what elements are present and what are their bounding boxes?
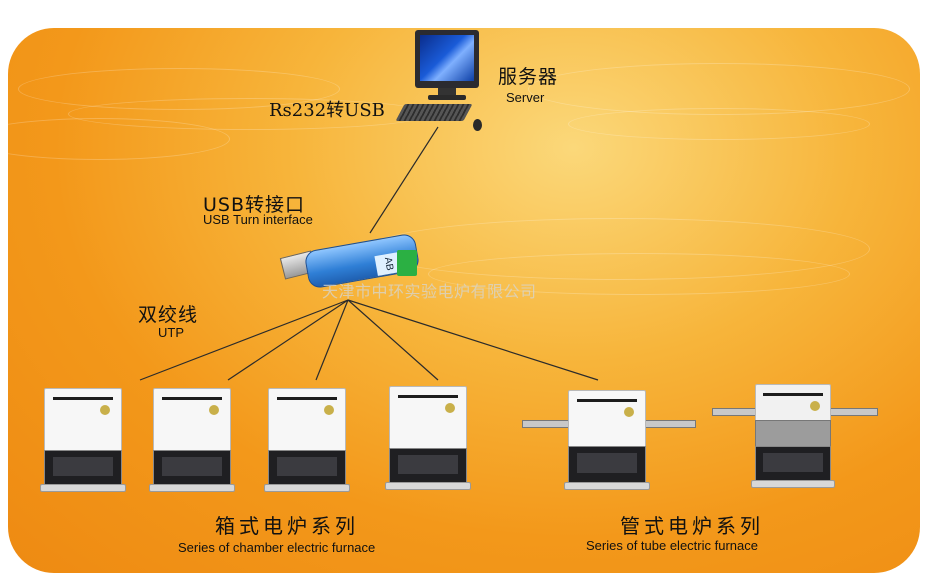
keyboard-icon [395, 104, 473, 121]
wire-usb-furnace-2 [227, 299, 349, 381]
tube-pipe-right [826, 408, 878, 416]
tube-series-label-en: Series of tube electric furnace [586, 538, 758, 553]
chamber-series-label-cn: 箱式电炉系列 [215, 514, 359, 538]
wire-usb-furnace-3 [315, 299, 349, 381]
utp-label-en: UTP [158, 325, 184, 340]
desktop-computer-icon [415, 30, 479, 88]
tube-furnace-icon [751, 384, 835, 492]
mouse-icon [473, 119, 482, 131]
server-label-cn: 服务器 [498, 66, 559, 88]
wire-server-usb [369, 126, 439, 234]
decor-swirl [8, 118, 230, 160]
monitor-base [428, 95, 466, 100]
tube-furnace-icon [564, 390, 650, 490]
chamber-series-label-en: Series of chamber electric furnace [178, 540, 376, 555]
decor-swirl [568, 108, 870, 140]
tube-series-label-cn: 管式电炉系列 [620, 514, 764, 538]
usb-terminal-block [397, 250, 417, 276]
server-label-en: Server [506, 90, 545, 105]
utp-label-cn: 双绞线 [138, 304, 199, 326]
tube-pipe-right [642, 420, 696, 428]
wire-usb-furnace-5 [347, 299, 599, 381]
chamber-furnace-icon [40, 388, 126, 492]
wire-usb-furnace-4 [347, 299, 439, 381]
wire-usb-furnace-1 [139, 299, 349, 381]
decor-swirl [428, 253, 850, 295]
rs232-label: Rs232转USB [269, 100, 385, 121]
chamber-furnace-icon [385, 386, 471, 490]
chamber-furnace-icon [264, 388, 350, 492]
company-watermark: 天津市中环实验电炉有限公司 [322, 282, 537, 301]
usb-label-cn: USB转接口 [203, 194, 306, 216]
usb-label-en: USB Turn interface [203, 212, 313, 227]
monitor-stand [438, 88, 456, 96]
chamber-furnace-icon [149, 388, 235, 492]
